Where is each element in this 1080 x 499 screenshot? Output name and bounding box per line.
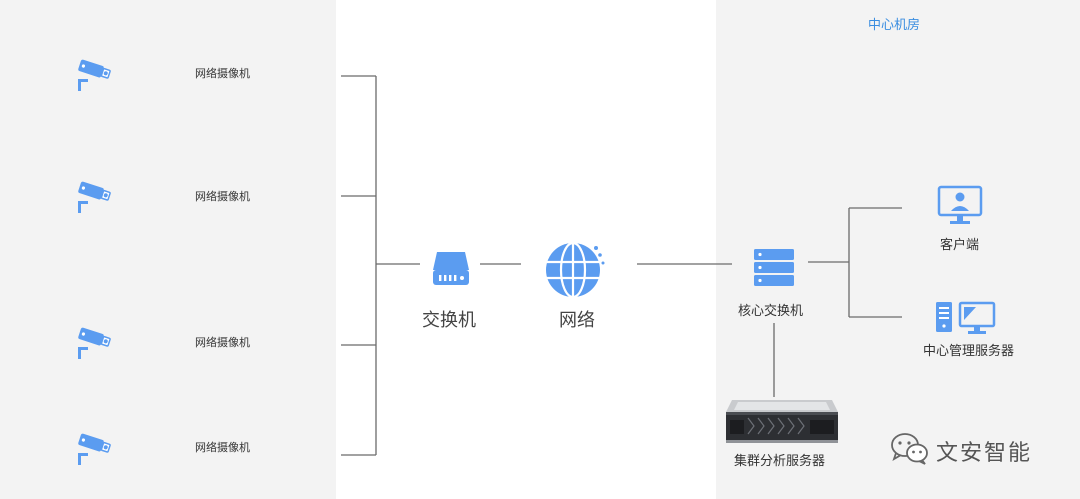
network-label: 网络 bbox=[559, 310, 595, 331]
rack-server-icon bbox=[724, 398, 840, 444]
server-stack-icon bbox=[752, 248, 796, 288]
server-monitor-icon bbox=[934, 300, 998, 336]
surveillance-camera-icon bbox=[72, 58, 112, 94]
surveillance-camera-icon bbox=[72, 180, 112, 216]
region-title: 中心机房 bbox=[868, 18, 921, 33]
camera-label: 网络摄像机 bbox=[195, 190, 250, 203]
camera-label: 网络摄像机 bbox=[195, 441, 250, 454]
monitor-user-icon bbox=[937, 185, 983, 227]
camera-label: 网络摄像机 bbox=[195, 67, 250, 80]
wechat-icon bbox=[890, 432, 930, 470]
surveillance-camera-icon bbox=[72, 432, 112, 468]
mgmt-server-label: 中心管理服务器 bbox=[923, 344, 1015, 359]
surveillance-camera-icon bbox=[72, 326, 112, 362]
globe-icon bbox=[543, 238, 607, 302]
network-switch-icon bbox=[431, 248, 471, 288]
watermark: 文安智能 bbox=[890, 432, 1032, 470]
camera-zone-panel bbox=[0, 0, 336, 499]
cluster-server-label: 集群分析服务器 bbox=[734, 454, 826, 469]
core-switch-label: 核心交换机 bbox=[738, 304, 804, 319]
client-label: 客户端 bbox=[940, 238, 980, 253]
watermark-text: 文安智能 bbox=[936, 441, 1033, 466]
camera-label: 网络摄像机 bbox=[195, 336, 250, 349]
switch-label: 交换机 bbox=[422, 310, 476, 331]
